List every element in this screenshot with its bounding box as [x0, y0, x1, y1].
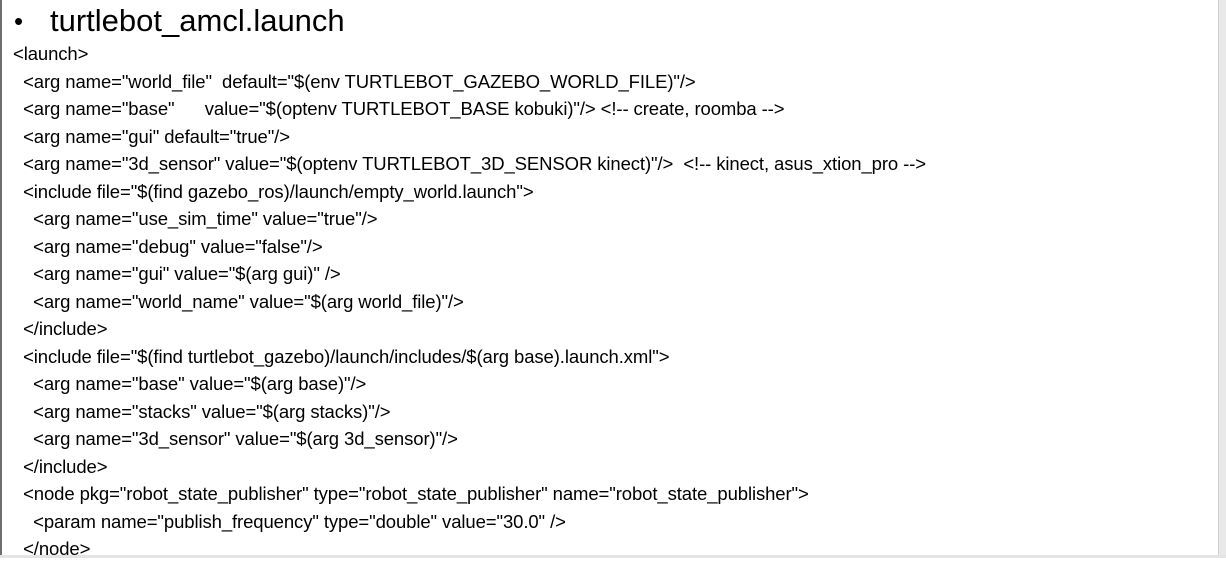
launch-file-code: <launch> <arg name="world_file" default=…	[13, 40, 926, 563]
code-line: <arg name="world_name" value="$(arg worl…	[13, 290, 464, 312]
code-line: </include>	[13, 455, 108, 477]
code-line: <param name="publish_frequency" type="do…	[13, 510, 566, 532]
code-line: <arg name="3d_sensor" value="$(optenv TU…	[13, 153, 926, 174]
code-line: <arg name="gui" default="true"/>	[13, 125, 290, 147]
code-line: <arg name="base" value="$(arg base)"/>	[13, 373, 367, 394]
code-line: <arg name="debug" value="false"/>	[13, 235, 323, 257]
bottom-edge	[0, 555, 1226, 558]
code-line: </node>	[13, 538, 91, 559]
bullet-icon: •	[14, 6, 24, 36]
code-line: <arg name="gui" value="$(arg gui)" />	[13, 263, 341, 284]
code-line: <arg name="use_sim_time" value="true"/>	[13, 208, 378, 229]
code-line: <launch>	[13, 43, 89, 64]
code-line: <arg name="3d_sensor" value="$(arg 3d_se…	[13, 428, 458, 449]
code-line: <arg name="base" value="$(optenv TURTLEB…	[13, 98, 785, 119]
code-line: <arg name="stacks" value="$(arg stacks)"…	[13, 400, 391, 422]
code-line: <arg name="world_file" default="$(env TU…	[13, 70, 696, 92]
slide-heading: • turtlebot_amcl.launch	[14, 2, 345, 40]
code-line: </include>	[13, 318, 108, 339]
slide-title: turtlebot_amcl.launch	[50, 3, 345, 38]
code-line: <include file="$(find gazebo_ros)/launch…	[13, 180, 534, 202]
code-line: <include file="$(find turtlebot_gazebo)/…	[13, 345, 670, 367]
window-edge	[1218, 0, 1226, 558]
code-line: <node pkg="robot_state_publisher" type="…	[13, 483, 809, 504]
